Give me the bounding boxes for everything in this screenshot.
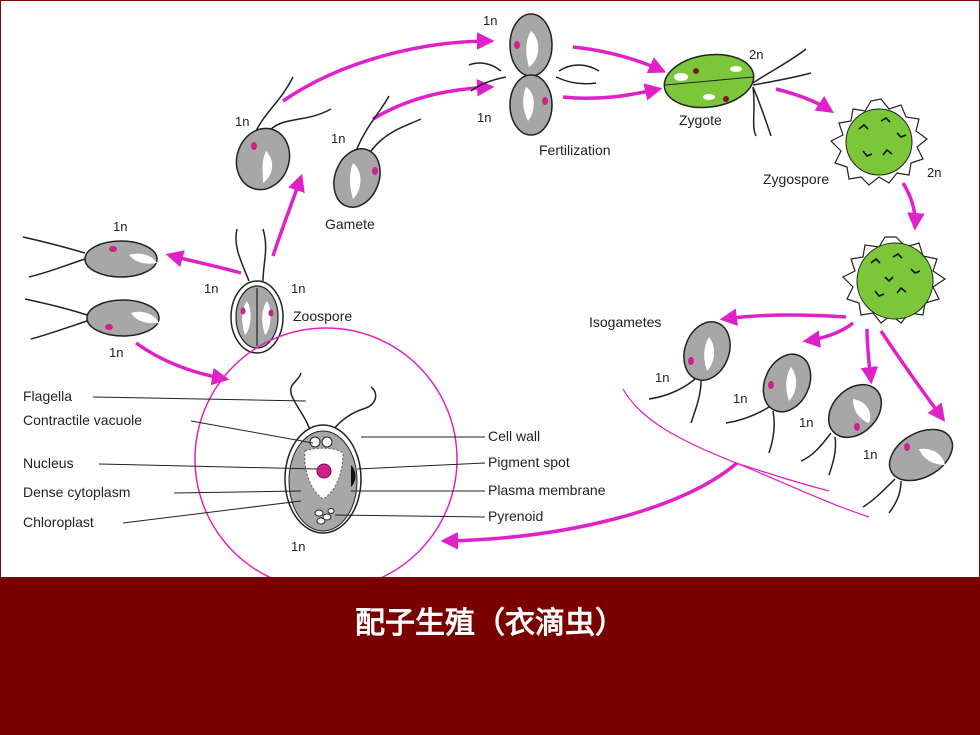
ploidy-label: 1n: [477, 110, 491, 125]
ploidy-label: 1n: [235, 114, 249, 129]
ploidy-label: 1n: [291, 539, 305, 554]
label-dense-cytoplasm: Dense cytoplasm: [23, 484, 130, 500]
cell-detail: [194, 327, 458, 591]
ploidy-label: 1n: [291, 281, 305, 296]
nucleus-shape: [316, 463, 332, 479]
label-fertilization: Fertilization: [539, 142, 611, 158]
pyrenoid-shape: [314, 508, 335, 525]
ploidy-label: 1n: [799, 415, 813, 430]
caption-text: 配子生殖（衣滴虫）: [355, 606, 625, 641]
ploidy-label: 1n: [733, 391, 747, 406]
diagram-panel: Flagella Contractile vacuole Nucleus Den…: [0, 0, 980, 591]
zygospore-cell: [829, 98, 928, 186]
isogamete-cell-2: [725, 353, 812, 454]
zoospore-sporangium: [230, 228, 284, 354]
ploidy-label: 1n: [204, 281, 218, 296]
ploidy-label: 2n: [749, 47, 763, 62]
release-boundary-line: [622, 388, 870, 518]
zygote-cell: [663, 48, 812, 137]
gamete-cell-middle: [333, 95, 422, 208]
label-gamete: Gamete: [325, 216, 375, 232]
label-cell-wall: Cell wall: [488, 428, 540, 444]
daughter-cell-lower: [24, 298, 160, 340]
label-contractile-vacuole: Contractile vacuole: [23, 412, 142, 428]
label-zygospore: Zygospore: [763, 171, 829, 187]
label-pyrenoid: Pyrenoid: [488, 508, 543, 524]
label-chloroplast: Chloroplast: [23, 514, 94, 530]
label-plasma-membrane: Plasma membrane: [488, 482, 606, 498]
ploidy-label: 1n: [655, 370, 669, 385]
ploidy-label: 1n: [863, 447, 877, 462]
label-zoospore: Zoospore: [293, 308, 352, 324]
ploidy-label: 1n: [113, 219, 127, 234]
caption-bar: 配子生殖（衣滴虫）: [0, 578, 980, 735]
pigment-spot-shape: [351, 465, 356, 487]
ploidy-label: 1n: [483, 13, 497, 28]
fertilizing-gametes: [468, 13, 600, 136]
germinating-zygospore: [841, 236, 947, 324]
gamete-cell-left: [235, 76, 332, 191]
isogamete-cell-4: [862, 428, 954, 514]
isogamete-cell-1: [648, 321, 731, 424]
label-zygote: Zygote: [679, 112, 722, 128]
ploidy-label: 1n: [109, 345, 123, 360]
ploidy-label: 2n: [927, 165, 941, 180]
label-isogametes: Isogametes: [589, 314, 661, 330]
cycle-arrows: [134, 32, 946, 550]
daughter-cell-upper: [22, 236, 158, 278]
life-cycle-diagram: Flagella Contractile vacuole Nucleus Den…: [22, 13, 954, 591]
leader-lines: [92, 396, 486, 524]
isogamete-cell-3: [800, 383, 883, 476]
label-nucleus: Nucleus: [23, 455, 74, 471]
label-flagella: Flagella: [23, 388, 72, 404]
ploidy-label: 1n: [331, 131, 345, 146]
label-pigment-spot: Pigment spot: [488, 454, 570, 470]
